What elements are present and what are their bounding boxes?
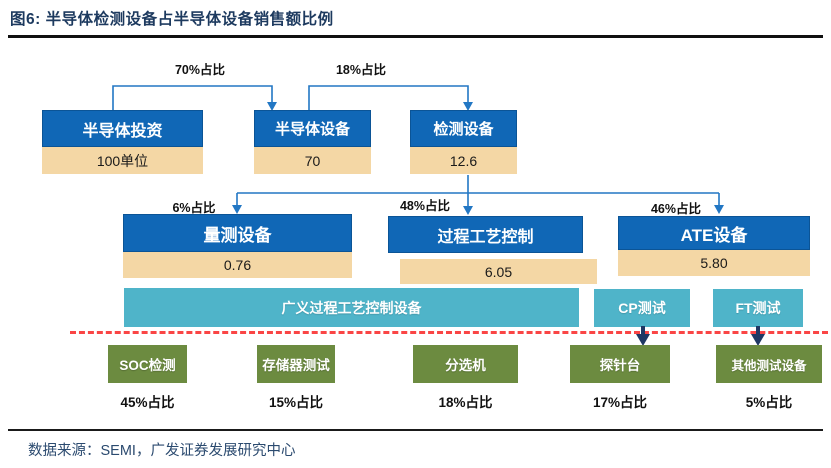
box-soc-test: SOC检测 (108, 345, 187, 383)
share-label-46: 46%占比 (650, 202, 702, 216)
down-arrow-icon (636, 326, 650, 346)
node-process-control-value: 6.05 (400, 259, 597, 284)
node-process-control: 过程工艺控制 (388, 216, 583, 253)
node-label: 过程工艺控制 (388, 216, 583, 253)
share-label-48: 48%占比 (399, 199, 451, 213)
node-label: 半导体设备 (254, 110, 371, 147)
share-label-18: 18%占比 (335, 63, 387, 77)
figure-title: 图6: 半导体检测设备占半导体设备销售额比例 (10, 11, 334, 28)
share-label-45: 45%占比 (120, 395, 175, 410)
node-ate-equipment: ATE设备 5.80 (618, 216, 810, 276)
footer-divider (8, 429, 823, 431)
node-label: 量测设备 (123, 214, 352, 252)
share-label-6: 6%占比 (172, 201, 216, 215)
bar-broad-process-control: 广义过程工艺控制设备 (124, 288, 579, 327)
node-metrology-equipment: 量测设备 0.76 (123, 214, 352, 278)
node-value: 12.6 (410, 147, 517, 174)
share-label-70: 70%占比 (174, 63, 226, 77)
share-label-5: 5%占比 (745, 395, 793, 410)
box-sorter: 分选机 (413, 345, 518, 383)
node-value: 100单位 (42, 147, 203, 174)
share-label-17: 17%占比 (592, 395, 648, 410)
box-memory-test: 存储器测试 (257, 345, 335, 383)
bar-cp-test: CP测试 (594, 289, 690, 327)
node-semiconductor-investment: 半导体投资 100单位 (42, 110, 203, 174)
node-label: ATE设备 (618, 216, 810, 250)
down-arrow-icon (751, 326, 765, 346)
node-value: 5.80 (618, 250, 810, 276)
share-label-15: 15%占比 (268, 395, 324, 410)
node-label: 半导体投资 (42, 110, 203, 147)
node-value: 0.76 (123, 252, 352, 278)
title-divider (8, 35, 823, 38)
node-value: 70 (254, 147, 371, 174)
node-semiconductor-equipment: 半导体设备 70 (254, 110, 371, 174)
bar-ft-test: FT测试 (713, 289, 803, 327)
data-source: 数据来源：SEMI，广发证券发展研究中心 (28, 443, 296, 459)
node-test-equipment: 检测设备 12.6 (410, 110, 517, 174)
node-label: 检测设备 (410, 110, 517, 147)
share-label-18b: 18%占比 (438, 395, 493, 410)
box-other-test: 其他测试设备 (716, 345, 822, 383)
box-prober: 探针台 (570, 345, 670, 383)
dashed-separator (70, 331, 828, 334)
